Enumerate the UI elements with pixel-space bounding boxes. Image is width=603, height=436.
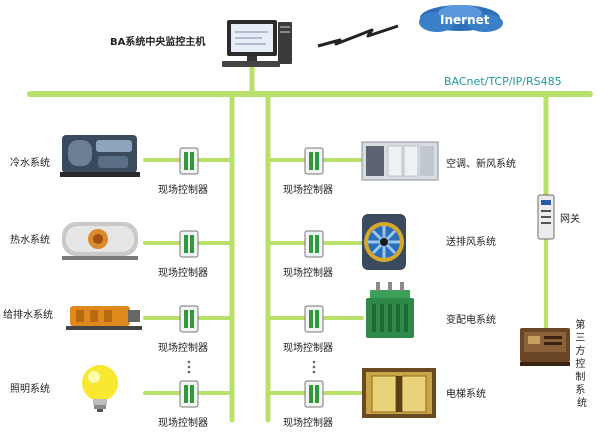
left-controller-label-2: 现场控制器 [158,266,208,279]
third-party-label: 第 三 方 控 制 系 统 [575,318,588,409]
third-party-label-char-4: 控 [575,357,585,370]
protocol-label: BACnet/TCP/IP/RS485 [444,75,562,88]
right-controller-label-1: 现场控制器 [283,183,333,196]
third-party-controller-icon [520,328,570,366]
fan-icon [362,214,406,270]
gateway-label: 网关 [560,212,580,225]
third-party-label-char-6: 系 [575,384,585,396]
gateway-icon [537,194,555,240]
left-system-label-2: 热水系统 [10,233,50,246]
third-party-label-char-7: 统 [577,396,587,409]
internet-label: Inernet [440,13,490,27]
right-system-label-4: 电梯系统 [446,387,486,400]
left-system-label-4: 照明系统 [10,382,50,395]
left-controller-2 [179,230,199,258]
host-label: BA系统中央监控主机 [110,35,205,48]
ahu-icon [361,141,439,181]
right-controller-label-2: 现场控制器 [283,266,333,279]
right-controller-label-3: 现场控制器 [283,341,333,354]
right-controller-2 [304,230,324,258]
third-party-label-char-2: 三 [575,333,585,344]
transformer-icon [366,282,414,338]
left-system-label-3: 给排水系统 [3,308,53,321]
right-controller-4 [304,380,324,408]
elevator-icon [362,368,436,418]
wireless-link-icon [317,24,399,48]
left-controller-label-4: 现场控制器 [158,416,208,429]
left-continuation-dots [187,360,191,374]
right-system-label-1: 空调、新风系统 [446,157,516,170]
left-controller-3 [179,305,199,333]
right-system-label-3: 变配电系统 [446,313,496,326]
third-party-label-char-5: 制 [575,370,585,383]
internet-cloud-icon: Inernet [419,5,503,32]
right-controller-1 [304,147,324,175]
right-system-label-2: 送排风系统 [446,235,496,248]
right-controller-label-4: 现场控制器 [283,416,333,429]
left-controller-label-1: 现场控制器 [158,183,208,196]
right-controller-3 [304,305,324,333]
third-party-label-char-3: 方 [575,344,585,357]
chiller-icon [60,135,140,177]
light-bulb-icon [82,365,118,412]
boiler-icon [62,222,138,260]
left-system-label-1: 冷水系统 [10,156,50,169]
third-party-label-char-1: 第 [575,318,585,331]
left-controller-1 [179,147,199,175]
pump-icon [66,306,142,330]
host-computer-icon [222,20,292,67]
left-controller-label-3: 现场控制器 [158,341,208,354]
right-continuation-dots [312,360,316,374]
left-controller-4 [179,380,199,408]
